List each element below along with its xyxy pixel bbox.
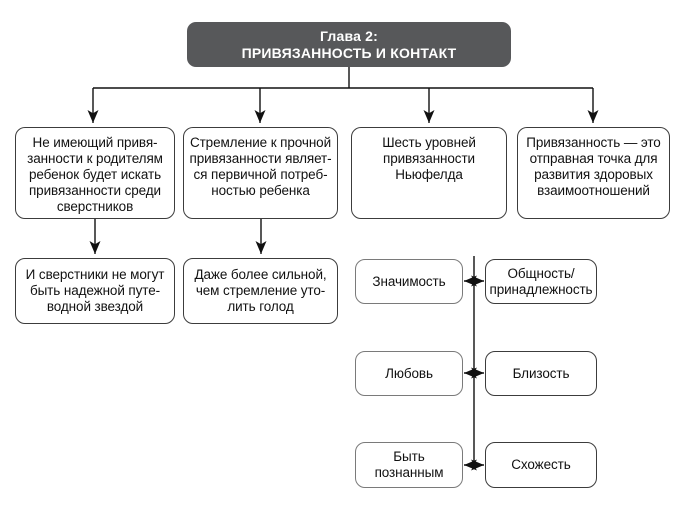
node-primary-need: Стремление к прочной привязанности являе… — [183, 127, 338, 219]
level-intimacy: Близость — [485, 351, 597, 396]
chapter-title-box: Глава 2: ПРИВЯЗАННОСТЬ И КОНТАКТ — [187, 22, 511, 67]
level-sameness: Схожесть — [485, 442, 597, 488]
chapter-title: ПРИВЯЗАННОСТЬ И КОНТАКТ — [241, 44, 457, 61]
chapter-number: Глава 2: — [319, 27, 379, 44]
level-being-known: Быть познанным — [355, 442, 463, 488]
node-peer-attachment-seeking: Не имеющий привя- занности к родителям р… — [15, 127, 175, 219]
level-belonging: Общность/ принадлежность — [485, 259, 597, 304]
node-six-levels-neufeld: Шесть уровней привязанности Ньюфелда — [351, 127, 507, 219]
level-love: Любовь — [355, 351, 463, 396]
level-significance: Значимость — [355, 259, 463, 304]
node-stronger-than-hunger: Даже более сильной, чем стремление уто- … — [183, 258, 338, 324]
node-peers-not-guiding-star: И сверстники не могут быть надежной путе… — [15, 258, 175, 324]
node-starting-point: Привязанность — это отправная точка для … — [517, 127, 670, 219]
